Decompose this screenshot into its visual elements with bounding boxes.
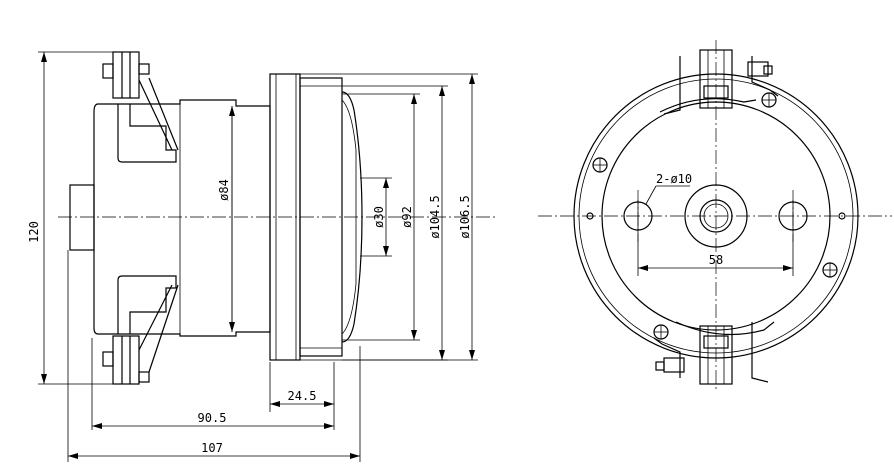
front-view: 58 2-ø10 (538, 40, 892, 392)
outer-rim (573, 73, 859, 359)
dim-30: ø30 (372, 206, 386, 228)
inner-face (601, 101, 831, 331)
dim-58: 58 (709, 253, 723, 267)
screw-top (761, 92, 777, 108)
bottom-brush-holder (653, 321, 775, 385)
dim-120: 120 (27, 221, 41, 243)
dim-106-5: ø106.5 (458, 195, 472, 238)
dim-24-5: 24.5 (288, 389, 317, 403)
end-boss (69, 184, 95, 251)
top-terminal (102, 51, 179, 151)
dim-92: ø92 (400, 206, 414, 228)
holes-label: 2-ø10 (656, 172, 692, 186)
dim-90-5: 90.5 (198, 411, 227, 425)
screw-left (592, 157, 608, 173)
motor-body (93, 99, 271, 337)
center-hub (684, 184, 748, 248)
fan-flange (269, 73, 343, 361)
dim-104-5: ø104.5 (428, 195, 442, 238)
fan-cover (341, 91, 363, 343)
top-brush-holder (659, 49, 779, 115)
bottom-terminal (102, 284, 179, 385)
dim-84: ø84 (217, 179, 231, 201)
screw-right (822, 262, 838, 278)
side-view: 120 ø84 ø30 ø92 ø104.5 ø106.5 24.5 90.5 … (27, 51, 498, 462)
screw-bottom (653, 324, 669, 340)
dim-107: 107 (201, 441, 223, 455)
